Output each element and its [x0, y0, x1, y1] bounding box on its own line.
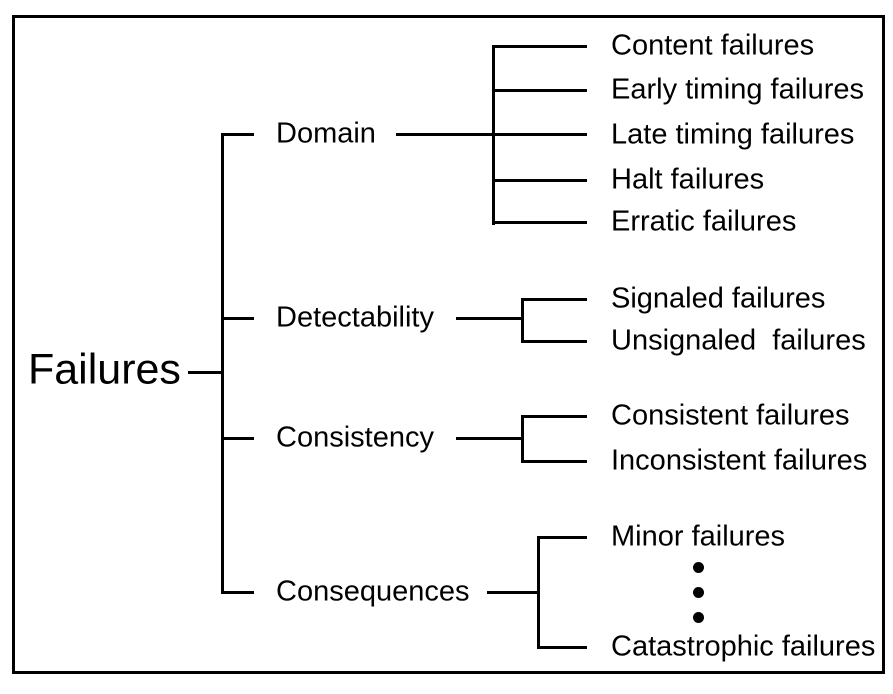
domain-tick-late-timing	[492, 133, 587, 136]
detectability-stub-line	[221, 317, 254, 320]
consistency-branch-line	[456, 437, 524, 440]
leaf-label-content-failures: Content failures	[611, 29, 815, 62]
leaf-label-signaled-failures: Signaled failures	[611, 282, 826, 315]
domain-tick-halt	[492, 179, 587, 182]
root-connector-line	[188, 371, 224, 374]
category-label-consequences: Consequences	[276, 575, 470, 608]
consistency-group-vertical-line	[521, 415, 524, 463]
ellipsis-dot-3	[693, 612, 704, 623]
consistency-tick-inconsistent	[521, 460, 587, 463]
detectability-group-vertical-line	[521, 298, 524, 343]
consequences-branch-line	[487, 591, 540, 594]
domain-tick-erratic	[492, 221, 587, 224]
detectability-branch-line	[456, 317, 524, 320]
category-label-detectability: Detectability	[276, 301, 434, 334]
leaf-label-early-timing-failures: Early timing failures	[611, 73, 865, 106]
leaf-label-unsignaled-failures: Unsignaled failures	[611, 324, 866, 357]
leaf-label-catastrophic-failures: Catastrophic failures	[611, 630, 876, 663]
consistency-stub-line	[221, 437, 254, 440]
leaf-label-minor-failures: Minor failures	[611, 520, 786, 553]
leaf-label-halt-failures: Halt failures	[611, 163, 765, 196]
domain-tick-content	[492, 45, 587, 48]
ellipsis-dot-2	[693, 587, 704, 598]
consistency-tick-consistent	[521, 415, 587, 418]
detectability-tick-unsignaled	[521, 340, 587, 343]
leaf-label-erratic-failures: Erratic failures	[611, 205, 797, 238]
leaf-label-consistent-failures: Consistent failures	[611, 399, 850, 432]
ellipsis-dot-1	[693, 562, 704, 573]
consequences-tick-minor	[537, 536, 587, 539]
consequences-stub-line	[221, 591, 254, 594]
consequences-tick-catastrophic	[537, 646, 587, 649]
domain-tick-early-timing	[492, 89, 587, 92]
consequences-group-vertical-line	[537, 536, 540, 649]
diagram-border-frame	[12, 15, 885, 674]
leaf-label-inconsistent-failures: Inconsistent failures	[611, 444, 868, 477]
leaf-label-late-timing-failures: Late timing failures	[611, 118, 855, 151]
domain-stub-line	[221, 133, 254, 136]
category-label-domain: Domain	[276, 117, 376, 150]
tree-spine-line	[221, 133, 224, 594]
category-label-consistency: Consistency	[276, 421, 434, 454]
root-node-failures: Failures	[28, 345, 181, 394]
domain-branch-line	[396, 133, 495, 136]
detectability-tick-signaled	[521, 298, 587, 301]
